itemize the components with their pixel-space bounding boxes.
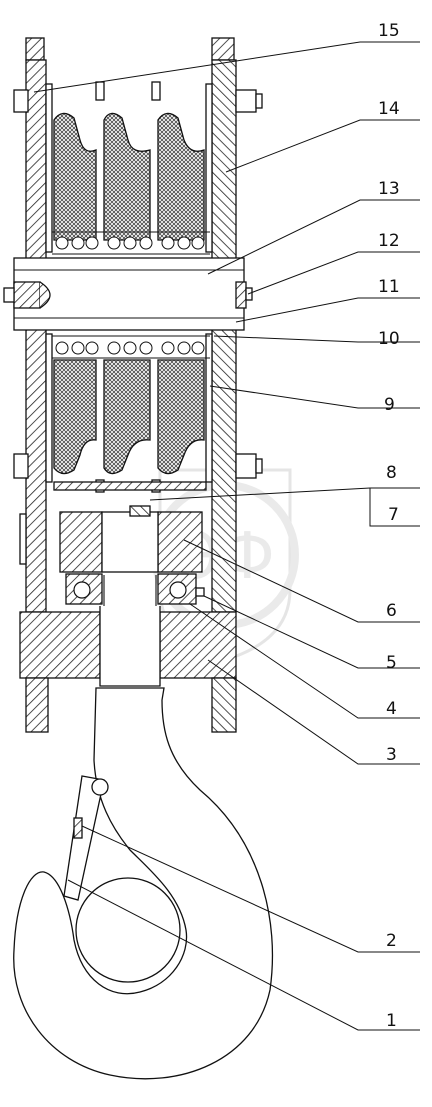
lower-bearings: [55, 341, 205, 355]
callout-13: 13: [378, 179, 400, 199]
callout-7: 7: [388, 505, 399, 525]
callout-5: 5: [386, 653, 397, 673]
callout-14: 14: [378, 99, 400, 119]
hook: [13, 575, 274, 1080]
callout-10: 10: [378, 329, 400, 349]
hook-nut-assembly: [19, 505, 205, 605]
callout-leaders: [33, 41, 420, 1031]
traverse: [19, 611, 237, 733]
axle: [3, 257, 253, 331]
callout-2: 2: [386, 931, 397, 951]
callout-15: 15: [378, 21, 400, 41]
lower-sheaves: [52, 335, 210, 491]
callout-11: 11: [378, 277, 400, 297]
callout-3: 3: [386, 745, 397, 765]
callout-9: 9: [384, 395, 395, 415]
upper-sheaves: [52, 112, 210, 255]
callout-12: 12: [378, 231, 400, 251]
upper-bearings: [55, 236, 205, 250]
callout-4: 4: [386, 699, 397, 719]
callout-8: 8: [386, 463, 397, 483]
callout-labels: 15 14 13 12 11 10 9 8 7 6 5 4 3 2 1: [378, 21, 400, 1031]
safety-latch: [63, 775, 109, 901]
callout-6: 6: [386, 601, 397, 621]
callout-1: 1: [386, 1011, 397, 1031]
